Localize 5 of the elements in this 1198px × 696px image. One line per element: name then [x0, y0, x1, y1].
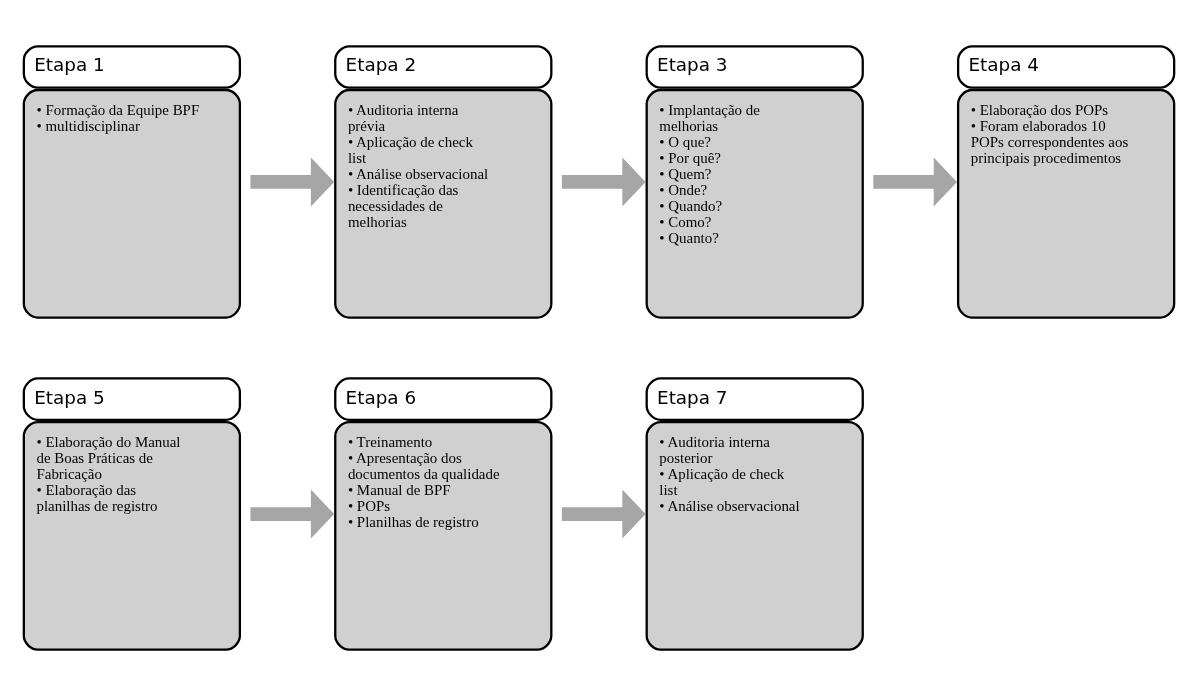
arrow [873, 157, 958, 207]
arrow [561, 489, 646, 539]
arrow [561, 157, 646, 207]
arrow [250, 157, 335, 207]
arrow [250, 489, 335, 539]
